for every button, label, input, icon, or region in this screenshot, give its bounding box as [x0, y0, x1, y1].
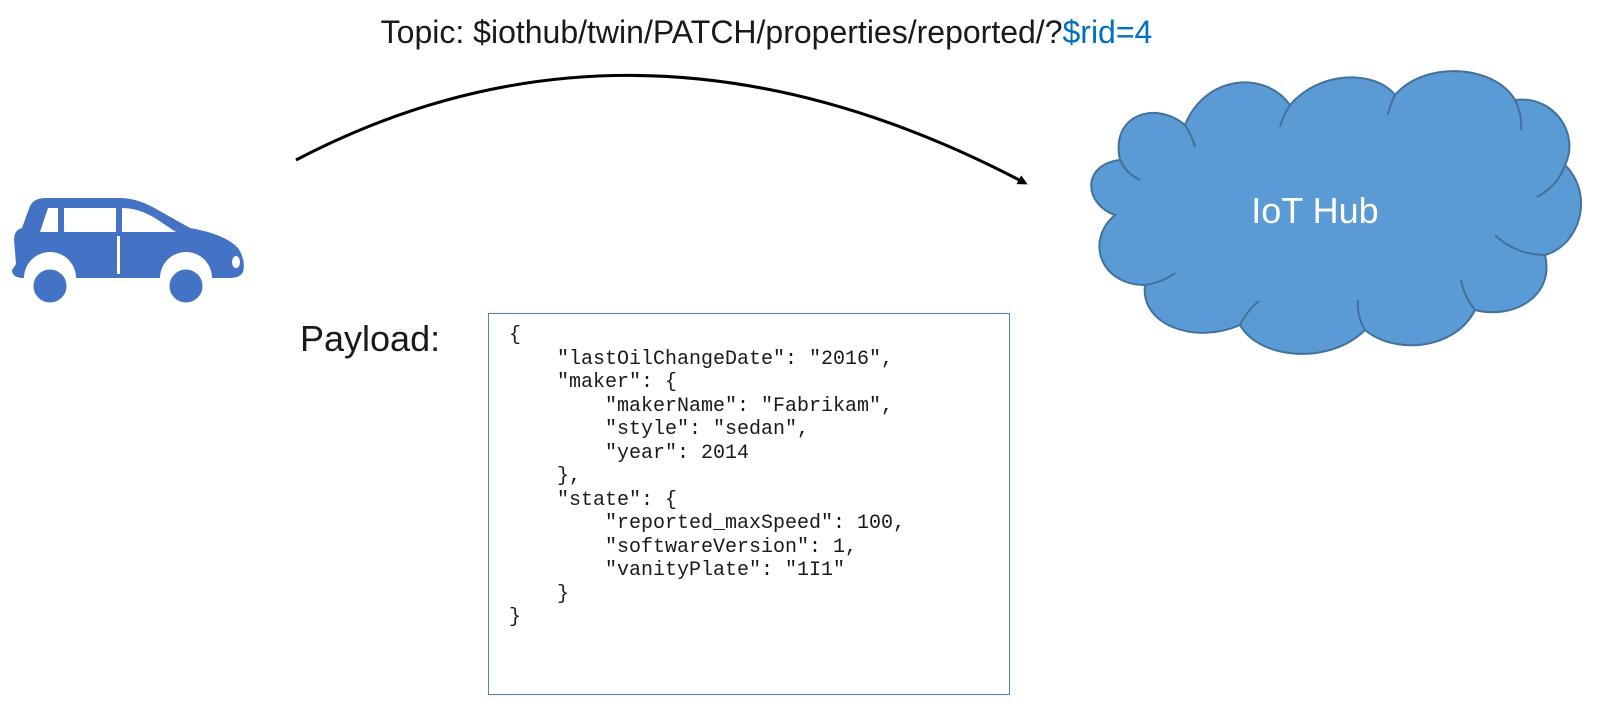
cloud-inner-curve: [1356, 299, 1366, 331]
topic-path: Topic: $iothub/twin/PATCH/properties/rep…: [380, 14, 1063, 50]
payload-line: "makerName": "Fabrikam",: [509, 394, 894, 418]
topic-request-id: $rid=4: [1062, 14, 1153, 50]
car-door-line: [117, 236, 120, 274]
payload-line: "lastOilChangeDate": "2016",: [509, 347, 894, 371]
payload-line: "maker": {: [509, 371, 678, 394]
cloud-inner-curve: [1119, 159, 1141, 181]
payload-code-box: { "lastOilChangeDate": "2016", "maker": …: [488, 313, 1010, 695]
cloud-icon: [1090, 70, 1582, 355]
payload-line: }: [509, 606, 522, 629]
payload-line: "softwareVersion": 1,: [509, 535, 858, 559]
iot-hub-label: IoT Hub: [1251, 190, 1379, 231]
cloud-inner-curve: [1536, 164, 1566, 198]
payload-label: Payload:: [300, 318, 441, 359]
cloud-inner-curve: [1279, 104, 1291, 128]
payload-line: "style": "sedan",: [509, 418, 810, 441]
payload-line: "reported_maxSpeed": 100,: [509, 512, 906, 535]
payload-line: "state": {: [509, 488, 678, 512]
payload-line: "vanityPlate": "1I1": [509, 559, 846, 582]
payload-json: { "lastOilChangeDate": "2016", "maker": …: [489, 314, 1009, 630]
cloud-inner-curve: [1239, 300, 1260, 326]
car-window-middle: [64, 208, 116, 232]
payload-line: }: [509, 582, 570, 606]
cloud-inner-curve: [1460, 279, 1476, 311]
flow-arrow-curve: [295, 73, 1028, 185]
car-window-rear: [122, 208, 176, 232]
car-wheel-front: [28, 264, 72, 308]
flow-arrow: [295, 73, 1028, 185]
payload-line: {: [509, 324, 522, 347]
cloud-inner-curve: [1184, 124, 1196, 148]
cloud-inner-curve: [1514, 99, 1523, 131]
car-window-front: [40, 208, 58, 232]
car-headlight: [232, 256, 240, 268]
cloud-inner-curve: [1494, 234, 1546, 256]
cloud-inner-curve: [1387, 94, 1396, 116]
cloud-inner-curve: [1144, 272, 1176, 286]
payload-line: },: [509, 465, 582, 488]
car-wheel-rear: [164, 264, 208, 308]
payload-line: "year": 2014: [509, 441, 750, 465]
topic-title: Topic: $iothub/twin/PATCH/properties/rep…: [0, 14, 1613, 51]
car-icon: [12, 198, 244, 308]
